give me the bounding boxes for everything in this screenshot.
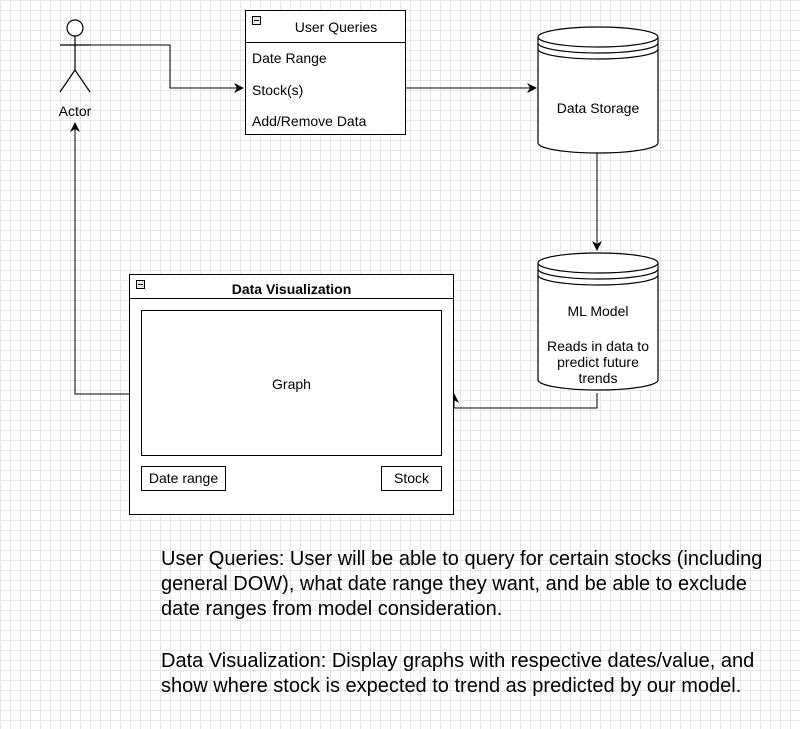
edge-ml-model-to-data-visualization [449,393,598,409]
actor-figure[interactable] [59,19,91,93]
ml-model-title: ML Model [567,303,629,319]
query-item-stocks[interactable]: Stock(s) [252,82,304,98]
edge-data-visualization-to-actor [70,122,130,395]
query-item-add-remove-data[interactable]: Add/Remove Data [252,113,367,129]
data-storage-label: Data Storage [556,100,640,116]
graph-label: Graph [272,376,311,392]
graph-area[interactable]: Graph [141,310,442,456]
user-queries-title: User Queries [294,19,378,35]
edge-actor-to-user-queries [90,44,244,93]
data-visualization-note: Data Visualization: Display graphs with … [161,650,755,697]
collapse-icon[interactable] [136,280,145,289]
ml-model-description: Reads in data to predict future trends [547,338,649,386]
stock-button[interactable]: Stock [381,466,442,491]
data-visualization-title: Data Visualization [231,281,352,297]
user-queries-container[interactable]: User Queries Date Range Stock(s) Add/Rem… [245,10,406,135]
collapse-icon[interactable] [252,16,261,25]
query-item-date-range[interactable]: Date Range [252,50,327,66]
data-storage-cylinder[interactable] [537,26,659,154]
header-divider [130,298,453,299]
ml-model-cylinder[interactable] [537,252,659,391]
date-range-button[interactable]: Date range [141,466,226,491]
user-queries-note: User Queries: User will be able to query… [161,548,763,620]
data-visualization-container[interactable]: Data Visualization Graph Date range Stoc… [129,274,454,515]
header-divider [246,42,405,43]
actor-label: Actor [58,103,92,119]
